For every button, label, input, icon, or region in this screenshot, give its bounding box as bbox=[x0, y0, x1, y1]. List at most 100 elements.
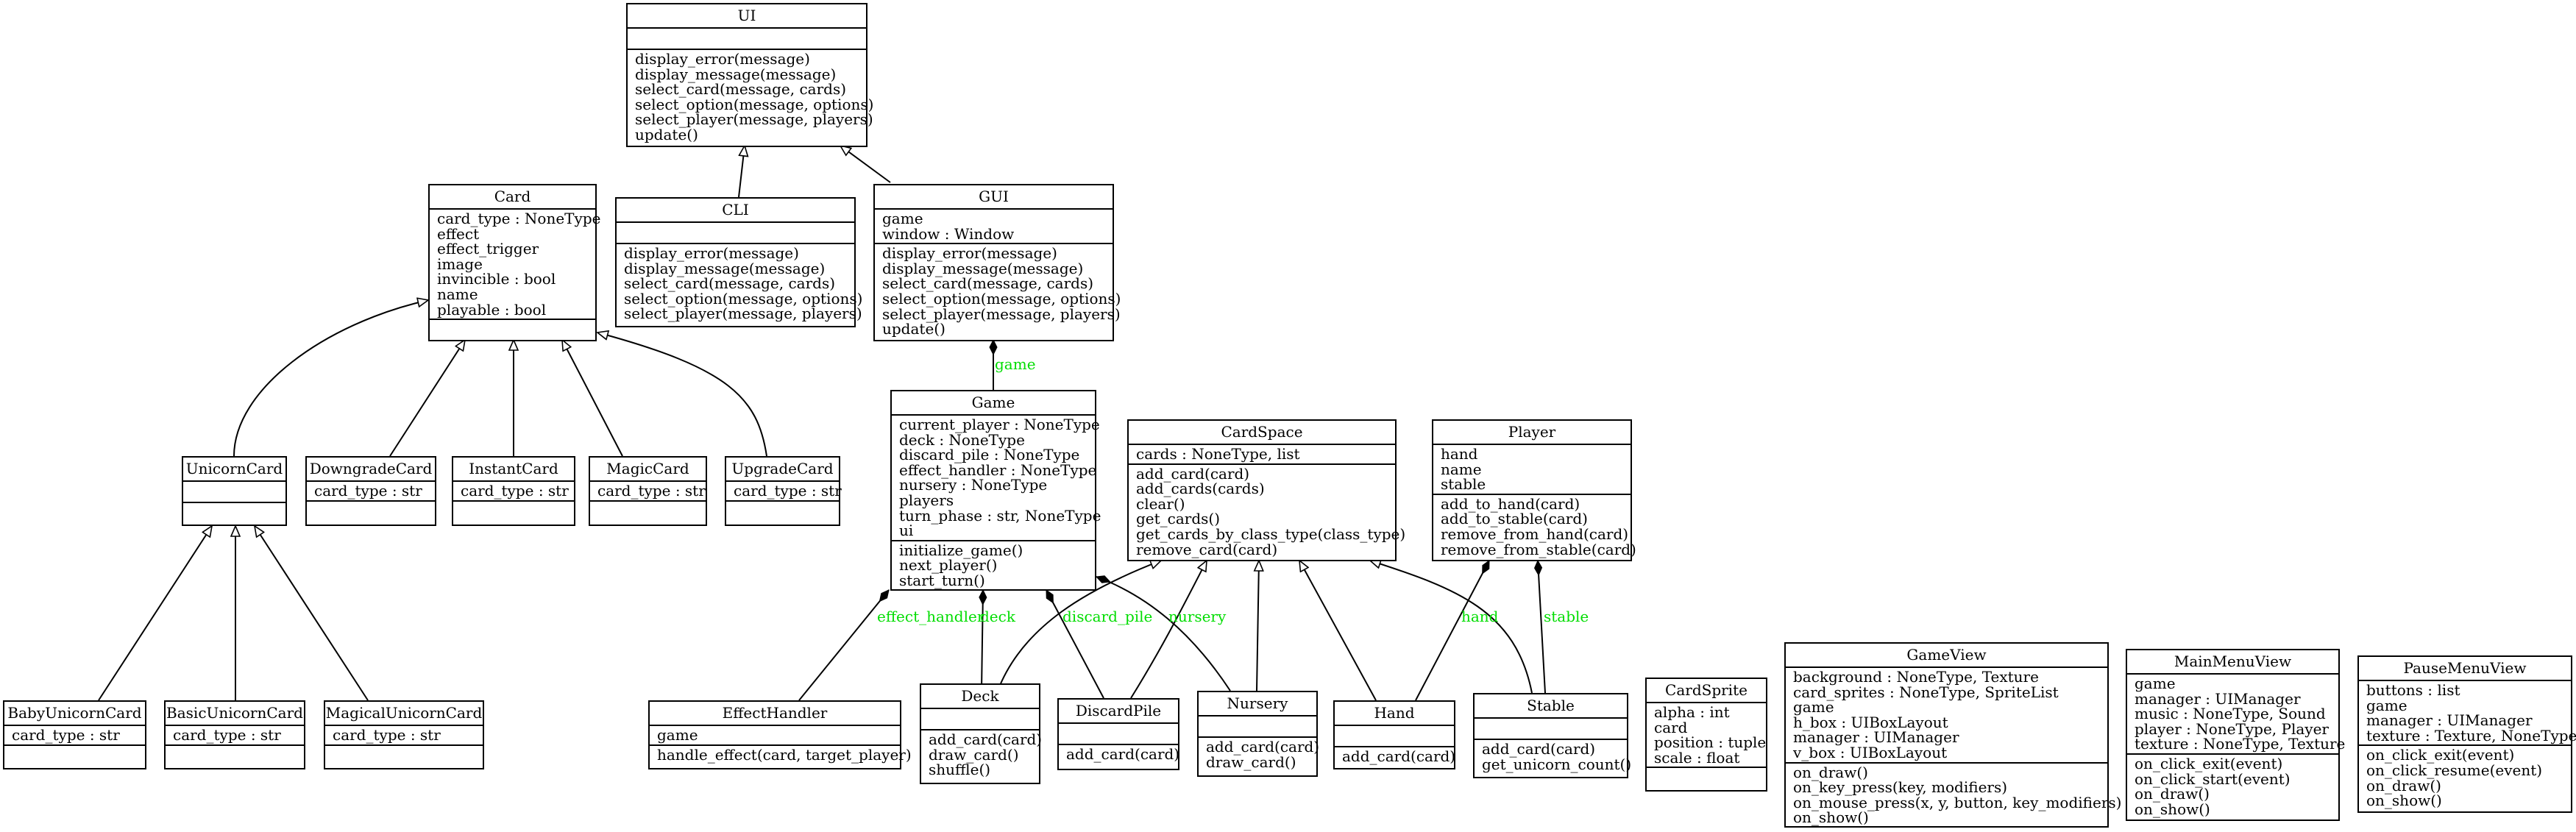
method: add_card(card) bbox=[1136, 464, 1250, 483]
method-section: on_click_exit(event)on_click_resume(even… bbox=[2359, 744, 2571, 809]
method: get_cards_by_class_type(class_type) bbox=[1136, 525, 1406, 543]
attribute: v_box : UIBoxLayout bbox=[1793, 743, 1948, 761]
attribute-section bbox=[921, 709, 1039, 729]
method: draw_card() bbox=[929, 745, 1019, 764]
attribute: hand bbox=[1441, 445, 1478, 463]
method: draw_card() bbox=[1206, 753, 1296, 771]
class-name: UpgradeCard bbox=[726, 458, 839, 482]
attribute-section: card_type : str bbox=[726, 482, 842, 500]
attribute: window : Window bbox=[882, 224, 1015, 243]
class-name: Deck bbox=[921, 685, 1039, 709]
attribute-section bbox=[1059, 724, 1178, 744]
attribute: game bbox=[1793, 698, 1834, 717]
attribute-section: card_type : str bbox=[590, 482, 706, 500]
label-discard-pile: discard_pile bbox=[1062, 608, 1152, 625]
method: on_draw() bbox=[2135, 785, 2210, 803]
edge-player-stable bbox=[1538, 561, 1546, 694]
method: clear() bbox=[1136, 494, 1185, 513]
method: select_card(message, cards) bbox=[624, 274, 836, 293]
method: add_to_hand(card) bbox=[1441, 494, 1580, 513]
class-name: Card bbox=[430, 185, 595, 210]
edge-babyunicorncard-to-unicorncard bbox=[98, 526, 212, 701]
attribute: ui bbox=[899, 522, 914, 540]
edge-player-hand bbox=[1415, 561, 1490, 701]
attribute: background : NoneType, Texture bbox=[1793, 668, 2039, 686]
attribute-section bbox=[1335, 726, 1454, 746]
attribute: position : tuple bbox=[1654, 733, 1767, 752]
attribute-section: cards : NoneType, list bbox=[1129, 445, 1395, 463]
attribute: name bbox=[437, 285, 478, 303]
attribute: card_type : str bbox=[734, 482, 842, 499]
attribute-section: card_type : str bbox=[4, 726, 145, 744]
method: update() bbox=[635, 125, 698, 143]
method-section bbox=[307, 499, 435, 505]
class-name: CLI bbox=[617, 199, 854, 223]
attribute: card_type : str bbox=[597, 482, 706, 499]
attribute: game bbox=[657, 726, 698, 744]
edge-unicorncard-to-card bbox=[233, 300, 428, 457]
attribute-section bbox=[617, 223, 854, 243]
attribute: effect_handler : NoneType bbox=[899, 461, 1097, 479]
method: display_error(message) bbox=[635, 50, 810, 68]
edge-game-discardpile bbox=[1046, 590, 1104, 699]
method: update() bbox=[882, 320, 945, 338]
attribute: card bbox=[1654, 718, 1688, 736]
method: add_card(card) bbox=[929, 730, 1043, 748]
method: on_click_resume(event) bbox=[2366, 761, 2543, 779]
class-name: EffectHandler bbox=[650, 702, 900, 726]
method-section: on_draw()on_key_press(key, modifiers)on_… bbox=[1786, 761, 2121, 827]
method: add_card(card) bbox=[1066, 745, 1180, 763]
class-name: Player bbox=[1433, 421, 1631, 445]
attribute: manager : UIManager bbox=[2135, 689, 2301, 708]
attribute-section: card_type : str bbox=[166, 726, 304, 744]
attribute: game bbox=[2366, 696, 2408, 714]
attribute: nursery : NoneType bbox=[899, 476, 1048, 494]
method: on_show() bbox=[2366, 792, 2442, 810]
label-effect-handler: effect_handler bbox=[877, 608, 984, 625]
class-name: Stable bbox=[1475, 694, 1627, 719]
method: display_message(message) bbox=[624, 259, 826, 277]
method: display_message(message) bbox=[635, 65, 837, 83]
method: remove_card(card) bbox=[1136, 540, 1278, 558]
class-name: PauseMenuView bbox=[2359, 657, 2571, 681]
class-name: BasicUnicornCard bbox=[166, 702, 304, 726]
edge-magicalunicorncard-to-unicorncard bbox=[255, 526, 369, 701]
edge-gui-to-ui bbox=[840, 146, 891, 183]
attribute: name bbox=[1441, 460, 1482, 478]
attribute: playable : bool bbox=[437, 300, 547, 319]
method: handle_effect(card, target_player) bbox=[657, 745, 912, 764]
method-section: handle_effect(card, target_player) bbox=[650, 744, 912, 764]
method: get_unicorn_count() bbox=[1482, 755, 1632, 773]
attribute: players bbox=[899, 491, 954, 509]
method-section bbox=[453, 499, 574, 505]
method-section: add_card(card) bbox=[1059, 744, 1180, 764]
method-section: add_card(card)draw_card()shuffle() bbox=[921, 729, 1043, 779]
class-name: UnicornCard bbox=[183, 458, 285, 482]
method: initialize_game() bbox=[899, 541, 1023, 559]
method: get_cards() bbox=[1136, 510, 1221, 528]
method: next_player() bbox=[899, 556, 998, 575]
attribute: discard_pile : NoneType bbox=[899, 446, 1080, 464]
attribute-section bbox=[628, 29, 866, 49]
method-section: add_to_hand(card)add_to_stable(card)remo… bbox=[1433, 493, 1636, 558]
attribute: texture : Texture, NoneType bbox=[2366, 726, 2576, 744]
label-hand: hand bbox=[1461, 608, 1499, 625]
attribute: effect_trigger bbox=[437, 240, 539, 258]
edge-stable-to-cardspace bbox=[1370, 561, 1533, 694]
